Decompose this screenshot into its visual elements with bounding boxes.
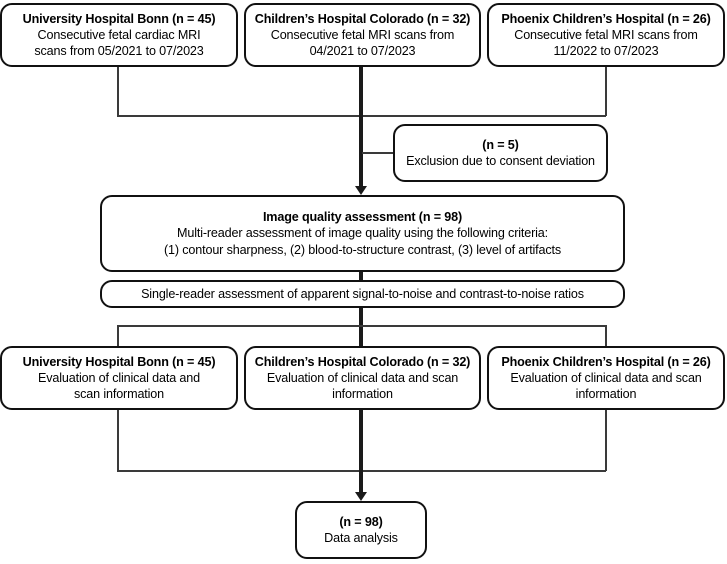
node-eval-phoenix-line1: Evaluation of clinical data and scan: [510, 370, 702, 385]
connector-main-spine-upper: [359, 67, 363, 187]
node-source-bonn: University Hospital Bonn (n = 45) Consec…: [0, 3, 238, 67]
connector-eval-phoenix-stub: [605, 325, 607, 347]
node-source-phoenix: Phoenix Children’s Hospital (n = 26) Con…: [487, 3, 725, 67]
node-eval-phoenix-line2: information: [575, 387, 637, 402]
node-source-phoenix-line2: 11/2022 to 07/2023: [553, 44, 659, 59]
arrowhead-to-image-quality: [355, 186, 367, 195]
node-source-colorado-title: Children’s Hospital Colorado (n = 32): [254, 11, 471, 26]
node-exclusion: (n = 5) Exclusion due to consent deviati…: [393, 124, 608, 182]
node-source-phoenix-title: Phoenix Children’s Hospital (n = 26): [501, 11, 711, 26]
node-exclusion-title: (n = 5): [482, 137, 519, 152]
node-eval-colorado: Children’s Hospital Colorado (n = 32) Ev…: [244, 346, 481, 410]
node-eval-phoenix: Phoenix Children’s Hospital (n = 26) Eva…: [487, 346, 725, 410]
node-data-analysis-title: (n = 98): [339, 514, 383, 529]
node-eval-bonn-line2: scan information: [74, 387, 164, 402]
node-image-quality-title: Image quality assessment (n = 98): [262, 210, 463, 225]
node-image-quality-assessment: Image quality assessment (n = 98) Multi-…: [100, 195, 625, 272]
connector-spine-to-data-analysis: [359, 410, 363, 494]
node-data-analysis: (n = 98) Data analysis: [295, 501, 427, 559]
connector-spine-to-single-reader: [359, 271, 363, 282]
node-data-analysis-line1: Data analysis: [324, 530, 398, 545]
node-source-colorado-line1: Consecutive fetal MRI scans from: [270, 27, 455, 42]
node-eval-colorado-title: Children’s Hospital Colorado (n = 32): [254, 354, 471, 369]
node-eval-colorado-line1: Evaluation of clinical data and scan: [266, 370, 459, 385]
node-source-colorado-line2: 04/2021 to 07/2023: [309, 44, 416, 59]
node-eval-bonn-line1: Evaluation of clinical data and: [38, 370, 200, 385]
connector-eval-bracket: [117, 325, 606, 327]
node-eval-bonn: University Hospital Bonn (n = 45) Evalua…: [0, 346, 238, 410]
node-single-reader-line1: Single-reader assessment of apparent sig…: [141, 286, 584, 301]
node-source-bonn-line1: Consecutive fetal cardiac MRI: [37, 27, 201, 42]
node-image-quality-line2: (1) contour sharpness, (2) blood-to-stru…: [163, 242, 562, 257]
connector-bottom-bonn-stub: [117, 410, 119, 471]
node-eval-bonn-title: University Hospital Bonn (n = 45): [22, 354, 216, 369]
connector-phoenix-stub: [605, 67, 607, 116]
node-eval-phoenix-title: Phoenix Children’s Hospital (n = 26): [501, 354, 711, 369]
connector-eval-bonn-stub: [117, 325, 119, 347]
node-exclusion-line1: Exclusion due to consent deviation: [406, 153, 595, 168]
node-source-phoenix-line1: Consecutive fetal MRI scans from: [514, 27, 698, 42]
arrowhead-to-data-analysis: [355, 492, 367, 501]
node-source-colorado: Children’s Hospital Colorado (n = 32) Co…: [244, 3, 481, 67]
node-source-bonn-line2: scans from 05/2021 to 07/2023: [34, 44, 204, 59]
node-eval-colorado-line2: information: [332, 387, 393, 402]
connector-bonn-stub: [117, 67, 119, 116]
connector-exclusion-branch: [362, 152, 395, 154]
node-single-reader-assessment: Single-reader assessment of apparent sig…: [100, 280, 625, 308]
connector-spine-to-eval-row: [359, 307, 363, 347]
node-image-quality-line1: Multi-reader assessment of image quality…: [177, 226, 548, 241]
node-source-bonn-title: University Hospital Bonn (n = 45): [22, 11, 216, 26]
connector-bottom-phoenix-stub: [605, 410, 607, 471]
